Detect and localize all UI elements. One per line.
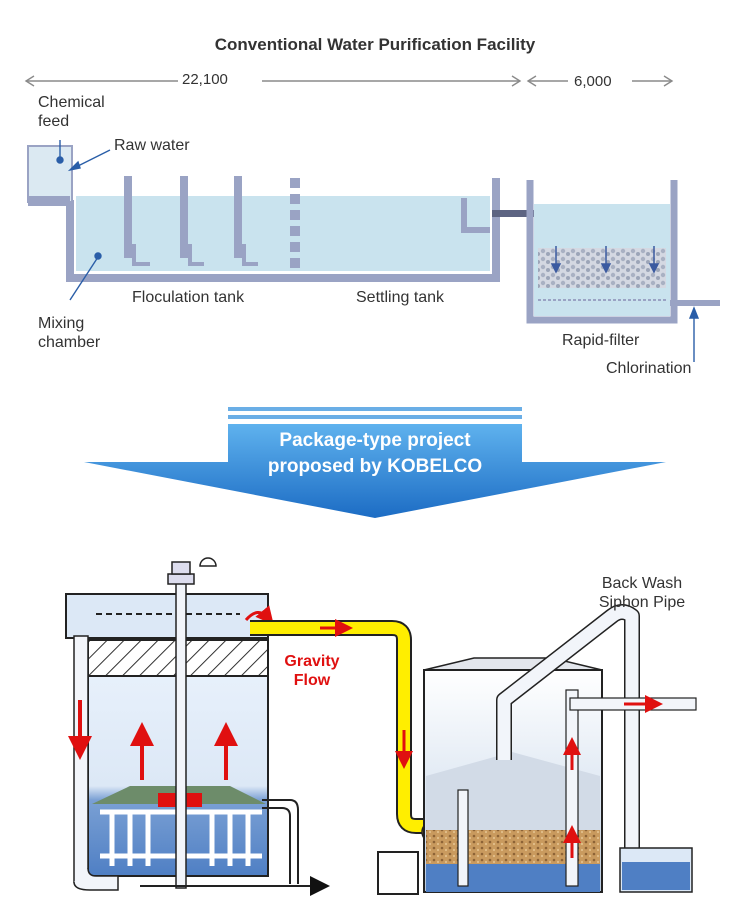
label-gravity-flow: Gravity Flow <box>284 653 340 689</box>
transition-banner <box>84 407 666 518</box>
diagram-title: Conventional Water Purification Facility <box>214 35 536 54</box>
label-floculation-tank: Floculation tank <box>132 289 245 306</box>
label-settling-tank: Settling tank <box>356 289 445 306</box>
label-chlorination: Chlorination <box>606 360 692 377</box>
dimension-line-main <box>24 75 674 87</box>
dimension-main-label: 22,100 <box>178 71 232 88</box>
label-back-wash-siphon-pipe: Back Wash Siphon Pipe <box>598 575 686 611</box>
rapid-filter-tank <box>526 180 720 324</box>
gravity-flow-pipe <box>250 619 443 895</box>
callout-lines <box>56 140 700 362</box>
label-mixing-chamber: Mixing chamber <box>38 315 101 351</box>
label-chemical-feed: Chemical feed <box>38 94 105 130</box>
banner-text: Package-type project proposed by KOBELCO <box>200 428 550 480</box>
package-filter-tank <box>423 604 697 893</box>
label-raw-water: Raw water <box>114 137 190 154</box>
dimension-filter-label: 6,000 <box>570 73 616 90</box>
package-unit-left <box>65 557 330 896</box>
banner-line-1: Package-type project <box>279 430 471 451</box>
conventional-tank <box>27 145 534 282</box>
banner-line-2: proposed by KOBELCO <box>267 456 483 477</box>
label-rapid-filter: Rapid-filter <box>562 332 640 349</box>
